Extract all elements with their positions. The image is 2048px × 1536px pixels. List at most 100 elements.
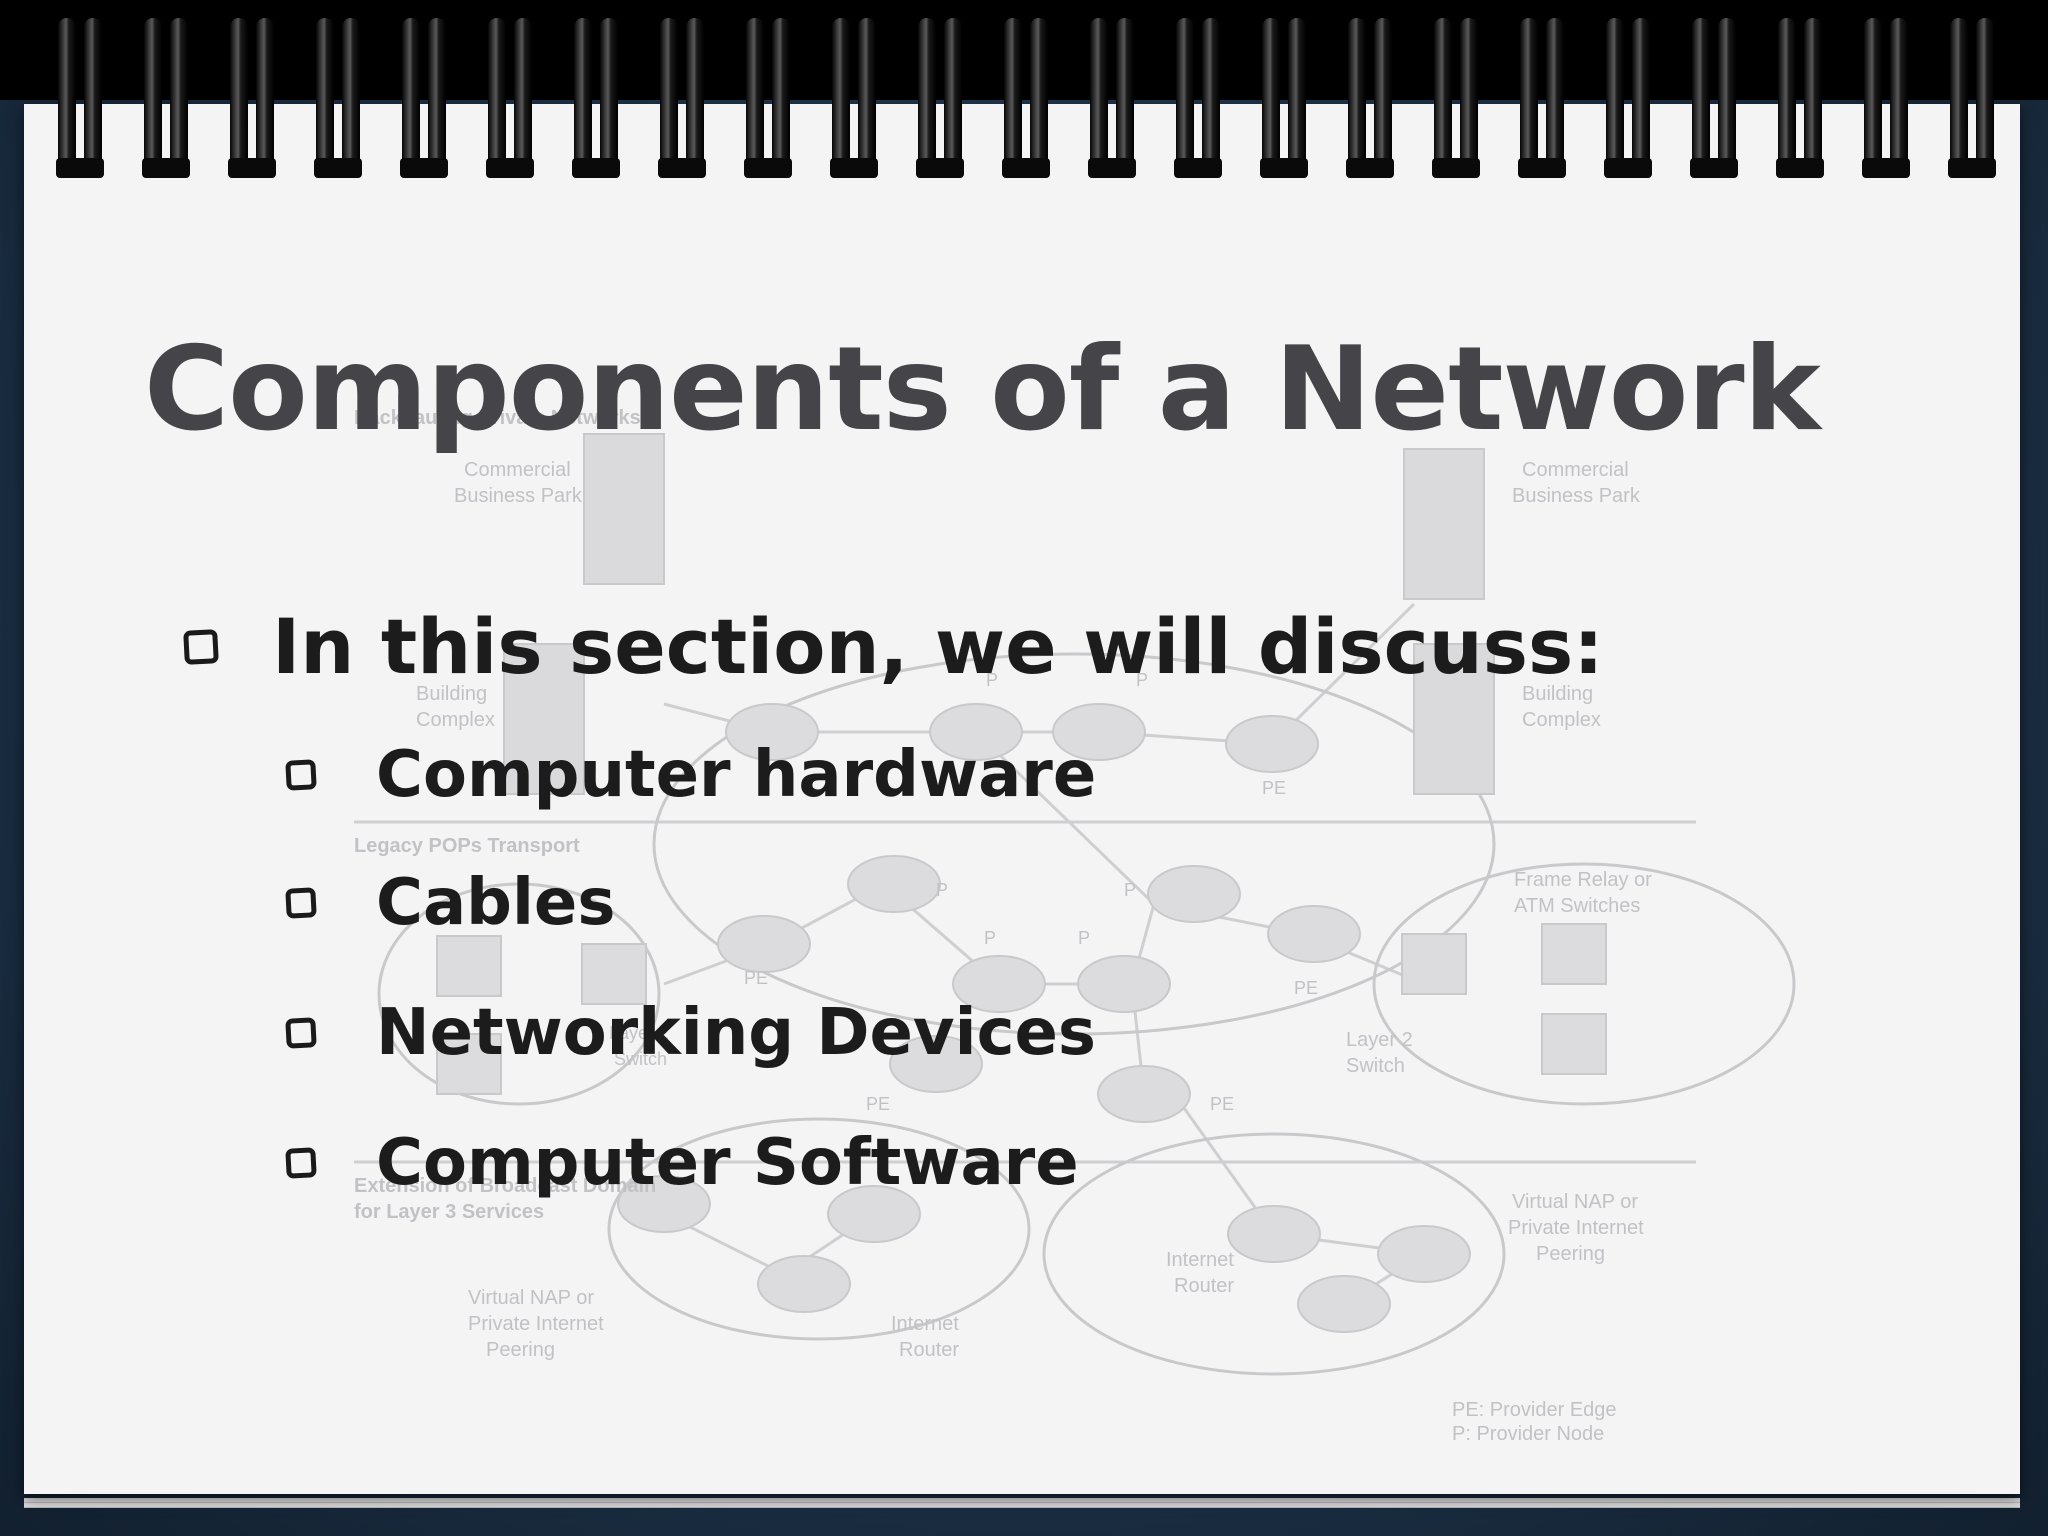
router-icon <box>1267 905 1361 963</box>
diagram-label: Commercial <box>464 459 571 481</box>
router-icon <box>717 915 811 973</box>
binding-hole <box>1432 158 1480 178</box>
spiral-binding-ring <box>256 18 274 176</box>
diagram-label: Layer 2 <box>1346 1029 1413 1051</box>
spiral-binding-ring <box>1778 18 1796 176</box>
router-icon <box>1097 1065 1191 1123</box>
spiral-binding-ring <box>342 18 360 176</box>
router-icon <box>1377 1225 1471 1283</box>
binding-hole <box>1690 158 1738 178</box>
spiral-binding-ring <box>1434 18 1452 176</box>
router-icon <box>827 1185 921 1243</box>
diagram-label: P <box>1124 880 1136 900</box>
binding-hole <box>1088 158 1136 178</box>
spiral-binding-ring <box>832 18 850 176</box>
bullet-text: Computer Software <box>376 1126 1079 1200</box>
bullet-text: In this section, we will discuss: <box>272 602 1604 691</box>
diagram-label: ATM Switches <box>1514 895 1640 917</box>
cloud-icon <box>607 1117 1031 1341</box>
router-icon <box>757 1255 851 1313</box>
spiral-binding-ring <box>746 18 764 176</box>
cloud-icon <box>1372 862 1796 1106</box>
diagram-label: Internet <box>1166 1249 1234 1271</box>
network-diagram-watermark: Backhauling Private NetworksCommercialBu… <box>354 407 1796 1445</box>
spiral-binding-ring <box>1950 18 1968 176</box>
diagram-label: Complex <box>416 709 495 731</box>
switch-icon <box>436 1033 502 1095</box>
diagram-label: Internet <box>891 1313 959 1335</box>
spiral-binding-ring <box>1976 18 1994 176</box>
diagram-label: Backhauling Private Networks <box>354 407 641 429</box>
spiral-binding-ring <box>858 18 876 176</box>
spiral-binding-ring <box>1288 18 1306 176</box>
diagram-label: P: Provider Node <box>1452 1423 1604 1445</box>
router-icon <box>617 1175 711 1233</box>
spiral-binding-ring <box>1090 18 1108 176</box>
building-icon <box>583 433 665 585</box>
network-link <box>974 730 1156 906</box>
cloud-icon <box>1042 1132 1506 1376</box>
binding-hole <box>1260 158 1308 178</box>
diagram-label: Switch <box>1346 1055 1405 1077</box>
binding-hole <box>486 158 534 178</box>
diagram-label: PE <box>744 968 768 988</box>
binding-hole <box>142 158 190 178</box>
diagram-label: Private Internet <box>468 1313 604 1335</box>
router-icon <box>1225 715 1319 773</box>
spiral-binding-ring <box>428 18 446 176</box>
diagram-label: Virtual NAP or <box>1512 1191 1638 1213</box>
binding-hole <box>314 158 362 178</box>
spiral-binding-ring <box>1864 18 1882 176</box>
checkbox-bullet-icon <box>285 1147 317 1179</box>
spiral-binding <box>56 18 1996 178</box>
diagram-label: P <box>986 670 998 690</box>
bullet-item: In this section, we will discuss: <box>183 602 1604 691</box>
spiral-binding-ring <box>600 18 618 176</box>
spiral-binding-ring <box>1004 18 1022 176</box>
switch-icon <box>1541 923 1607 985</box>
diagram-label: Router <box>1174 1275 1234 1297</box>
binding-hole <box>400 158 448 178</box>
binding-hole <box>1862 158 1910 178</box>
diagram-label: P <box>984 928 996 948</box>
spiral-binding-ring <box>84 18 102 176</box>
binding-hole <box>572 158 620 178</box>
switch-icon <box>581 943 647 1005</box>
cloud-icon <box>377 882 661 1106</box>
cloud-icon <box>652 652 1496 1036</box>
diagram-label: Business Park <box>1512 485 1641 507</box>
binding-hole <box>916 158 964 178</box>
diagram-label: Virtual NAP or <box>468 1287 594 1309</box>
spiral-binding-ring <box>918 18 936 176</box>
switch-icon <box>1401 933 1467 995</box>
sub-bullet-item: Computer Software <box>285 1126 1079 1200</box>
diagram-label: Router <box>899 1339 959 1361</box>
spiral-binding-ring <box>514 18 532 176</box>
binding-hole <box>1948 158 1996 178</box>
diagram-label: Business Park <box>454 485 583 507</box>
spiral-binding-ring <box>1718 18 1736 176</box>
building-icon <box>503 643 585 795</box>
spiral-binding-ring <box>1890 18 1908 176</box>
diagram-label: Peering <box>1536 1243 1605 1265</box>
diagram-label: Extension of Broadcast Domain <box>354 1175 656 1197</box>
bullet-list: In this section, we will discuss: Comput… <box>24 104 2020 1494</box>
sub-bullet-item: Networking Devices <box>285 996 1096 1070</box>
diagram-label: Building <box>1522 683 1593 705</box>
diagram-label: P <box>1136 670 1148 690</box>
router-icon <box>847 855 941 913</box>
bullet-text: Cables <box>376 866 616 940</box>
diagram-label: Legacy POPs Transport <box>354 835 580 857</box>
diagram-label: PE <box>866 1094 890 1114</box>
spiral-binding-ring <box>686 18 704 176</box>
binding-hole <box>658 158 706 178</box>
spiral-binding-ring <box>1632 18 1650 176</box>
diagram-label: for Layer 3 Services <box>354 1201 544 1223</box>
spiral-binding-ring <box>1202 18 1220 176</box>
paper-stack-edge <box>24 1503 2020 1508</box>
diagram-label: Complex <box>1522 709 1601 731</box>
diagram-label: Layer 2 <box>609 1023 669 1043</box>
diagram-label: PE <box>1210 1094 1234 1114</box>
diagram-label: PE <box>1262 778 1286 798</box>
binding-hole <box>744 158 792 178</box>
